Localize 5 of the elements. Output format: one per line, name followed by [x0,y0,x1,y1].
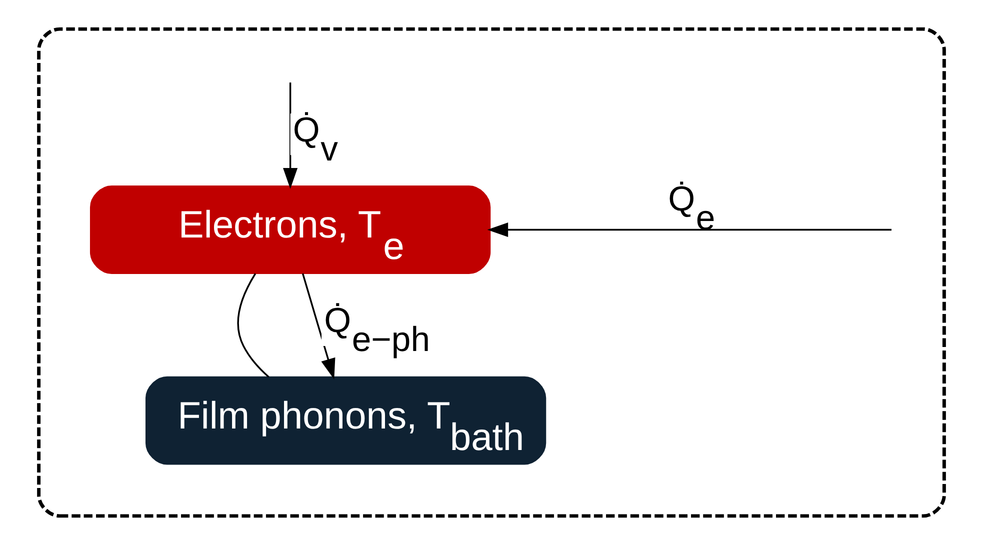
arrow [282,82,298,189]
arrow [486,222,891,238]
arrow [301,273,335,380]
connector [236,273,269,378]
cluster [36,27,946,518]
